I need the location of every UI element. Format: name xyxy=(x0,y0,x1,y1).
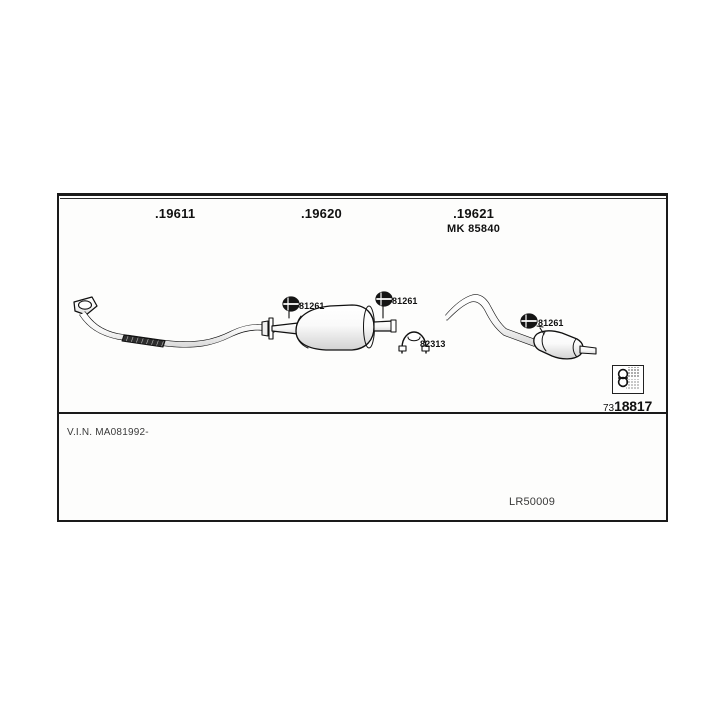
exhaust-clamp-icon-2 xyxy=(375,291,393,307)
reference-code: LR50009 xyxy=(509,496,556,508)
callout-label-clamp-2: 81261 xyxy=(392,296,418,306)
part-label-centre-silencer: .19620 xyxy=(301,206,342,221)
centre-silencer-art xyxy=(271,303,397,351)
rear-silencer-art xyxy=(445,294,597,360)
part-label-rear-silencer: .19621 MK 85840 xyxy=(447,206,500,235)
callout-label-hanger: 82313 xyxy=(420,339,446,349)
part-number-rear-silencer: .19621 xyxy=(453,206,495,221)
code-number: 7318817 xyxy=(603,398,652,416)
part-number-centre-silencer: .19620 xyxy=(301,206,342,221)
part-sublabel-rear-silencer: MK 85840 xyxy=(447,223,501,235)
exhaust-clamp-icon-1 xyxy=(282,296,300,312)
callout-label-clamp-1: 81261 xyxy=(299,301,325,311)
part-label-front-pipe: .19611 xyxy=(155,206,195,221)
u-bolt-hanger-icon xyxy=(398,331,430,354)
vin-text: V.I.N. MA081992- xyxy=(67,427,149,438)
code-box xyxy=(612,365,644,394)
frame-divider-line xyxy=(59,412,667,414)
code-prefix: 73 xyxy=(603,403,615,414)
part-number-front-pipe: .19611 xyxy=(155,206,196,221)
front-pipe-art xyxy=(73,296,275,348)
frame-top-rule xyxy=(60,198,666,199)
clamp-halftone-icon xyxy=(613,366,641,391)
callout-label-clamp-3: 81261 xyxy=(538,318,564,328)
exhaust-clamp-icon-3 xyxy=(520,313,538,329)
code-value: 18817 xyxy=(614,398,653,414)
